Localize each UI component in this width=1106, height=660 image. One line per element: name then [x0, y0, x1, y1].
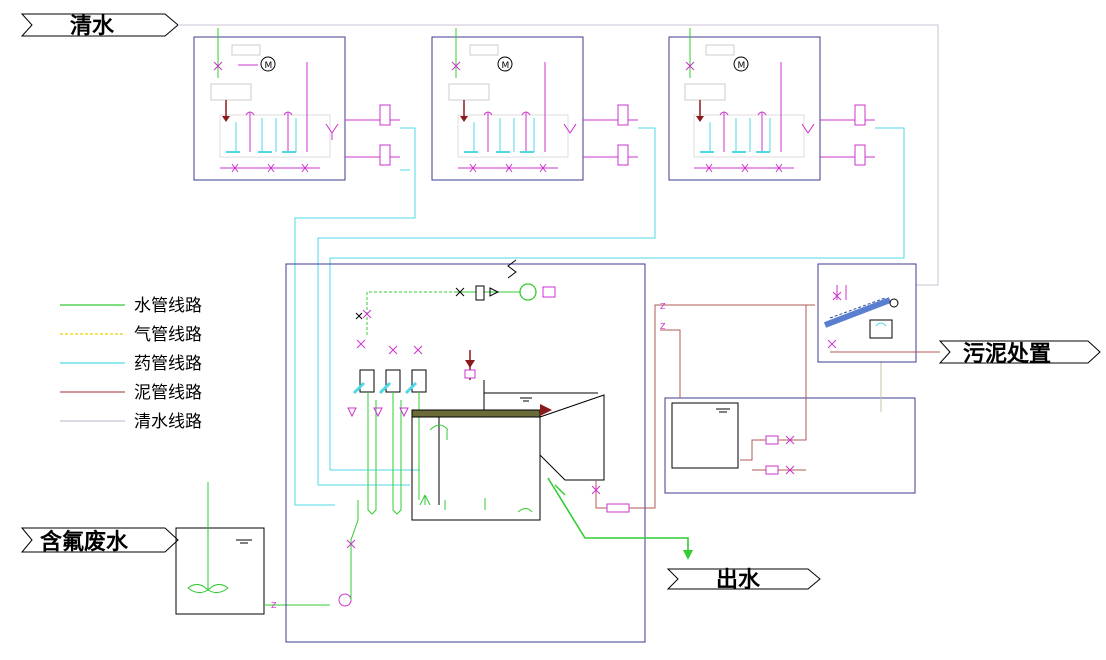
terminal-fluoride-wastewater: 含氟废水: [20, 527, 179, 555]
spring-icon: [507, 259, 517, 279]
filter-icon: [475, 285, 485, 301]
valve-icon: [346, 539, 356, 549]
raw-water-tank: Z: [175, 482, 359, 615]
meter-icon: [379, 144, 391, 166]
dosing-unit-3: M: [329, 28, 905, 471]
meter-icon: [854, 104, 866, 126]
valve-icon: [785, 435, 795, 475]
valve-icon: [685, 61, 695, 71]
blower-icon: [519, 283, 537, 301]
agitator-icon: [187, 584, 229, 594]
legend-label-chem: 药管线路: [134, 354, 202, 374]
pump-icon: [765, 435, 779, 445]
valve-icon: [455, 287, 465, 297]
valve-icon: [362, 309, 372, 319]
terminal-fluoride-wastewater-label: 含氟废水: [40, 529, 129, 555]
valve-icon: [469, 163, 547, 173]
terminal-clear-water: 清水: [20, 13, 179, 39]
meter-icon: [617, 144, 629, 166]
valve-icon: [705, 163, 783, 173]
tag-z: Z: [660, 322, 666, 331]
valve-icon: [591, 485, 601, 495]
dosing-unit-1: M: [193, 28, 416, 506]
legend-label-sludge: 泥管线路: [134, 383, 202, 403]
valve-icon: [827, 339, 837, 349]
main-reactor-frame: Z Z: [285, 259, 815, 643]
meter-icon: [379, 104, 391, 126]
terminal-effluent: 出水: [666, 568, 821, 593]
check-valve-icon: [489, 287, 500, 297]
valve-icon: [451, 61, 461, 71]
sludge-thickener: [660, 305, 916, 494]
valve-icon: [213, 61, 223, 71]
motor-label: M: [265, 61, 273, 71]
valve-icon: [231, 163, 309, 173]
dosing-units: M: [193, 28, 905, 506]
motor-label: M: [502, 61, 510, 71]
terminal-effluent-label: 出水: [716, 568, 761, 593]
motor-icon: [497, 56, 513, 72]
dosing-unit-2: M: [317, 28, 656, 486]
motor-icon: [260, 56, 276, 72]
meter-icon: [854, 144, 866, 166]
pump-icon: [606, 503, 630, 513]
dewatering-machine: [817, 263, 940, 363]
legend-label-gas: 气管线路: [134, 325, 202, 345]
terminal-clear-water-label: 清水: [70, 13, 115, 39]
motor-icon: [733, 56, 749, 72]
legend: 水管线路 气管线路 药管线路 泥管线路 清水线路: [60, 296, 202, 432]
legend-label-clear: 清水线路: [134, 412, 202, 432]
reaction-tank: [411, 350, 605, 521]
valve-icon: [832, 291, 842, 301]
tag-z: Z: [271, 601, 277, 610]
meter-icon: [617, 104, 629, 126]
legend-label-water: 水管线路: [134, 296, 202, 316]
clear-water-line: [178, 24, 939, 286]
terminal-sludge-disposal-label: 污泥处置: [963, 341, 1051, 367]
tag-z: Z: [660, 302, 666, 311]
motor-label: M: [738, 61, 746, 71]
motor-icon: [889, 298, 899, 308]
pump-icon: [338, 593, 352, 607]
dosing-columns: [347, 339, 427, 515]
pump-icon: [765, 465, 779, 475]
terminal-sludge-disposal: 污泥处置: [938, 340, 1101, 367]
